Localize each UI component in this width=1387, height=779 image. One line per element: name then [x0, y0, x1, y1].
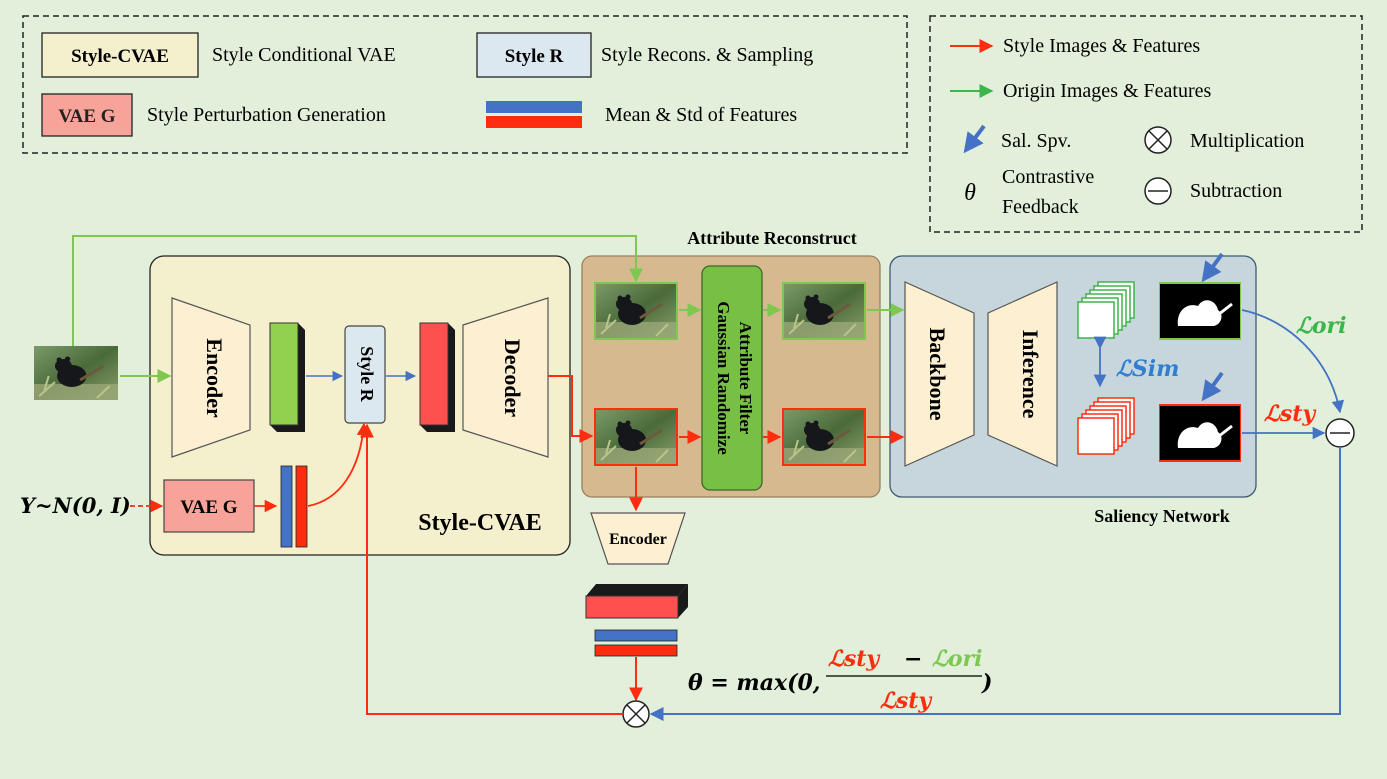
loss-sty-label: ℒsty — [1264, 401, 1317, 427]
small-encoder-block — [590, 512, 686, 565]
small-red-feature-cube — [585, 584, 688, 619]
legend-subtraction-desc: Subtraction — [1190, 180, 1282, 202]
style-cvae-label: Style-CVAE — [418, 510, 542, 536]
formula-num-ori: ℒori — [932, 646, 982, 672]
vae-g-std-bar — [295, 465, 308, 548]
legend-style-r-swatch — [476, 32, 592, 78]
style-image — [594, 408, 678, 466]
small-mean-bar — [594, 629, 678, 642]
stats-to-style-r-arrow — [307, 422, 370, 507]
legend-vae-g-desc: Style Perturbation Generation — [147, 104, 386, 126]
legend-style-r-desc: Style Recons. & Sampling — [601, 44, 813, 66]
style-out-image — [782, 408, 866, 466]
legend-mean-bar — [486, 101, 582, 113]
legend-theta-symbol: θ — [964, 180, 976, 206]
legend-multiplication-icon — [1144, 126, 1172, 154]
decoder-label: Decoder — [500, 339, 525, 417]
style-sal-spv-icon — [1201, 371, 1224, 402]
formula-den-sty: ℒsty — [880, 688, 933, 714]
filter-line1: Gaussian Randomize — [714, 301, 733, 455]
ori-loss-to-subtract-arrow — [1241, 309, 1345, 414]
legend-right-box — [929, 15, 1363, 233]
legend-style-arrow-desc: Style Images & Features — [1003, 35, 1200, 57]
legend-style-r-tag: Style R — [505, 46, 564, 67]
small-encoder-label: Encoder — [609, 531, 667, 548]
legend-style-cvae-desc: Style Conditional VAE — [212, 44, 396, 66]
encoder-block — [171, 297, 251, 458]
legend-subtraction-icon — [1144, 177, 1172, 205]
legend-style-cvae-tag: Style-CVAE — [71, 46, 169, 67]
attribute-reconstruct-title: Attribute Reconstruct — [687, 228, 856, 248]
origin-image — [594, 282, 678, 340]
legend-style-cvae-swatch — [41, 32, 199, 78]
style-feature-stack — [1077, 397, 1135, 455]
formula-num-sty: ℒsty — [828, 646, 881, 672]
vae-g-label: VAE G — [180, 497, 237, 518]
origin-skip-arrow — [72, 235, 643, 346]
legend-left-box — [22, 15, 908, 154]
legend-origin-arrow-desc: Origin Images & Features — [1003, 80, 1211, 102]
encoder-label: Encoder — [202, 338, 227, 418]
formula-right: ) — [981, 670, 992, 696]
legend-mean-std-desc: Mean & Std of Features — [605, 104, 797, 126]
decoder-block — [462, 297, 549, 458]
input-image — [32, 344, 120, 402]
multiply-to-style-r-arrow — [360, 423, 623, 715]
backbone-label: Backbone — [925, 328, 950, 421]
style-mask-image — [1158, 404, 1242, 462]
small-std-bar — [594, 644, 678, 657]
formula-minus: − — [904, 646, 922, 672]
legend-vae-g-swatch — [41, 93, 133, 137]
filter-line2: Attribute Filter — [736, 322, 755, 435]
origin-out-image — [782, 282, 866, 340]
noise-input-label: Y~N(0, I) — [20, 493, 131, 518]
legend-multiplication-desc: Multiplication — [1190, 130, 1304, 152]
red-feature-cube — [419, 322, 455, 432]
vae-g-mean-bar — [280, 465, 293, 548]
loss-ori-label: ℒori — [1296, 313, 1346, 339]
decoder-to-style-image-arrow — [548, 375, 594, 443]
multiplication-node — [622, 700, 650, 728]
legend-contrastive-line2: Feedback — [1002, 196, 1079, 218]
origin-sal-spv-icon — [1201, 252, 1224, 283]
legend-std-bar — [486, 116, 582, 128]
legend-vae-g-tag: VAE G — [58, 106, 115, 127]
loss-sim-label: ℒSim — [1116, 356, 1179, 382]
green-feature-cube — [269, 322, 305, 432]
inference-label: Inference — [1018, 330, 1043, 419]
subtraction-node — [1325, 418, 1355, 448]
gaussian-filter-block — [701, 265, 763, 491]
style-r-label: Style R — [357, 346, 377, 402]
backbone-block — [904, 281, 975, 467]
inference-block — [987, 281, 1058, 467]
legend-sal-spv-desc: Sal. Spv. — [1001, 130, 1071, 152]
origin-feature-stack — [1077, 281, 1135, 339]
legend-sal-spv-icon — [963, 124, 986, 154]
origin-mask-image — [1158, 282, 1242, 340]
feedback-to-multiply-arrow — [649, 447, 1341, 721]
saliency-network-label: Saliency Network — [1094, 506, 1229, 526]
legend-contrastive-line1: Contrastive — [1002, 166, 1094, 188]
formula-left: θ = max(0, — [688, 670, 820, 696]
